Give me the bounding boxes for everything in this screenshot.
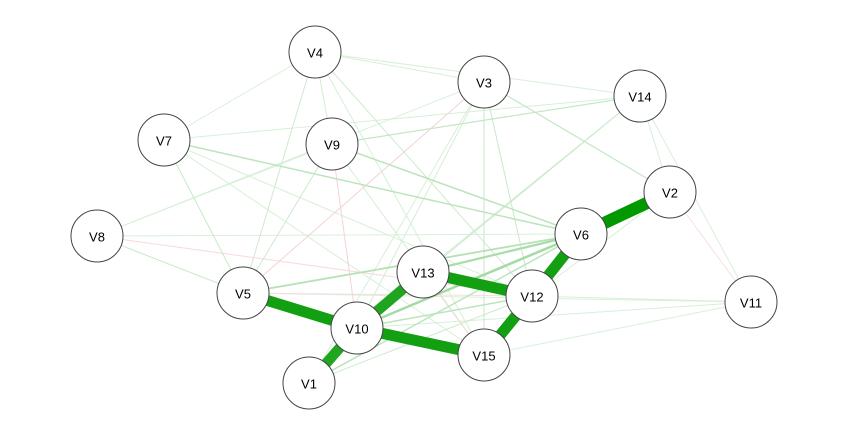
node-label: V2 — [662, 186, 678, 201]
node-v4[interactable]: V4 — [288, 25, 342, 79]
node-circle — [216, 266, 270, 320]
node-v14[interactable]: V14 — [613, 69, 667, 123]
edge-v11-v5 — [242, 292, 752, 303]
node-circle — [288, 25, 342, 79]
node-v1[interactable]: V1 — [282, 356, 336, 410]
node-label: V4 — [307, 46, 323, 61]
node-v12[interactable]: V12 — [505, 269, 559, 323]
node-v3[interactable]: V3 — [457, 55, 511, 109]
edge-v9-v5 — [242, 143, 333, 294]
edge-v8-v6 — [96, 233, 582, 237]
node-circle — [396, 245, 450, 299]
node-label: V10 — [345, 322, 368, 337]
edge-v7-v4 — [163, 51, 316, 141]
edge-v8-v3 — [96, 81, 485, 237]
node-v6[interactable]: V6 — [554, 207, 608, 261]
edge-v14-v9 — [331, 95, 641, 145]
node-label: V11 — [740, 296, 762, 311]
node-circle — [643, 165, 697, 219]
edge-v11-v15 — [483, 301, 752, 356]
node-v2[interactable]: V2 — [643, 165, 697, 219]
edge-v7-v6 — [163, 139, 582, 235]
node-label: V9 — [324, 138, 340, 153]
node-circle — [613, 69, 667, 123]
edge-v4-v15 — [314, 51, 485, 356]
node-v5[interactable]: V5 — [216, 266, 270, 320]
edge-v13-v6 — [422, 232, 582, 274]
edge-v3-v5 — [242, 81, 485, 294]
edge-v7-v14 — [163, 95, 641, 141]
edge-v4-v5 — [242, 51, 316, 294]
edge-v1-v6 — [308, 233, 582, 384]
node-label: V12 — [520, 290, 543, 305]
node-circle — [70, 209, 124, 263]
node-label: V3 — [476, 76, 492, 91]
node-v9[interactable]: V9 — [305, 117, 359, 171]
node-label: V8 — [89, 230, 105, 245]
edge-v11-v10 — [356, 301, 752, 329]
node-label: V13 — [411, 266, 434, 281]
edge-v4-v3 — [314, 51, 485, 83]
edge-v3-v12 — [483, 81, 533, 297]
edge-v7-v5 — [163, 139, 244, 294]
node-circle — [554, 207, 608, 261]
node-circle — [305, 117, 359, 171]
node-v10[interactable]: V10 — [330, 301, 384, 355]
node-label: V14 — [628, 90, 651, 105]
node-circle — [282, 356, 336, 410]
node-circle — [505, 269, 559, 323]
node-circle — [457, 55, 511, 109]
node-v15[interactable]: V15 — [457, 328, 511, 382]
node-label: V5 — [235, 287, 251, 302]
node-v8[interactable]: V8 — [70, 209, 124, 263]
edge-v3-v10 — [356, 81, 485, 329]
node-label: V15 — [472, 349, 495, 364]
node-circle — [137, 113, 191, 167]
node-circle — [457, 328, 511, 382]
node-label: V1 — [301, 377, 317, 392]
edge-v7-v12 — [163, 139, 533, 297]
edge-v7-v15 — [163, 139, 485, 356]
node-v13[interactable]: V13 — [396, 245, 450, 299]
edge-v9-v10 — [331, 143, 358, 329]
edge-v11-v12 — [531, 295, 752, 303]
node-circle — [724, 275, 778, 329]
node-label: V7 — [156, 134, 172, 149]
node-v7[interactable]: V7 — [137, 113, 191, 167]
edge-v9-v6 — [331, 143, 582, 235]
node-v11[interactable]: V11 — [724, 275, 778, 329]
node-label: V6 — [573, 228, 589, 243]
edge-v3-v2 — [483, 81, 671, 193]
edge-v10-v12 — [356, 295, 533, 329]
node-circle — [330, 301, 384, 355]
